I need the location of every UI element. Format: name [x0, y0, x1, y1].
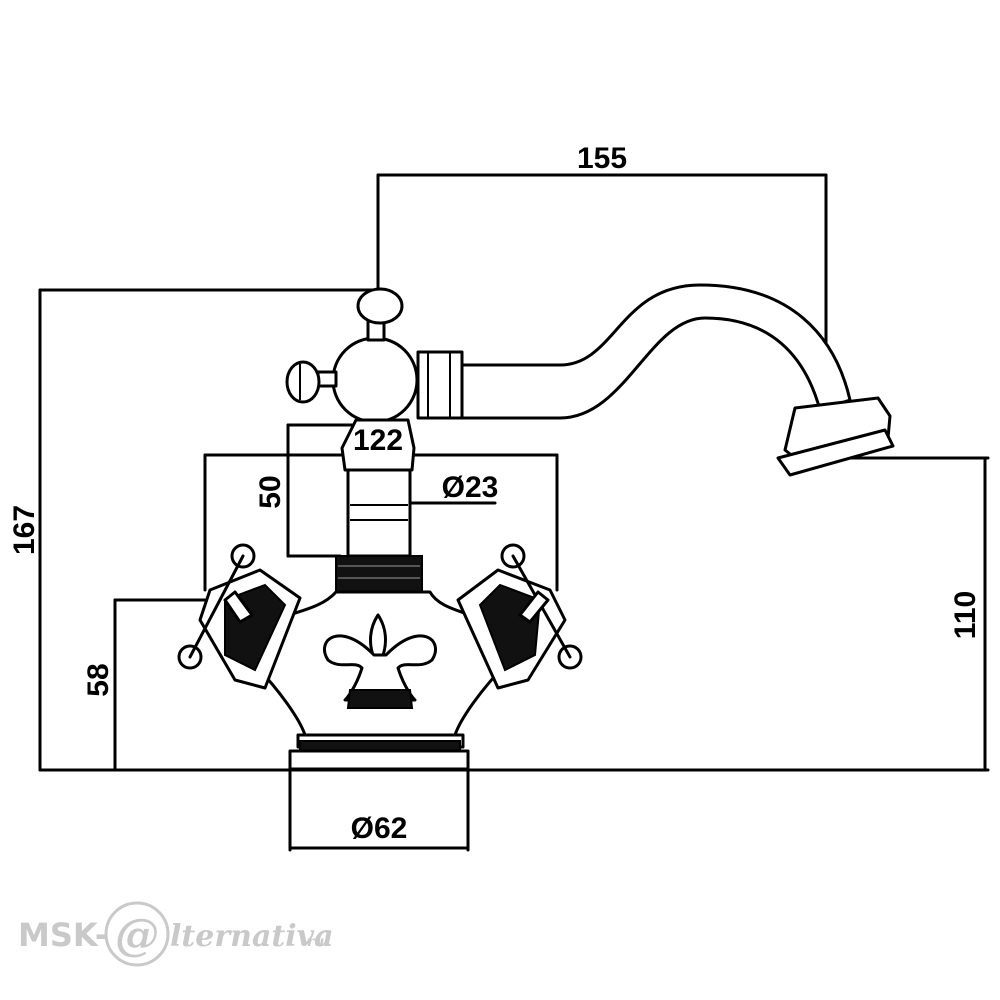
spout	[460, 283, 895, 477]
watermark-at: @	[115, 910, 159, 961]
watermark-logo: MSK- @ lternativa .ru	[18, 901, 334, 967]
dim-stem-diameter: Ø23	[442, 471, 499, 504]
watermark-domain: .ru	[302, 934, 324, 950]
watermark-left: MSK-	[18, 916, 108, 954]
watermark-at-ring	[104, 901, 170, 967]
right-cross-handle	[456, 543, 583, 690]
dim-total-height: 167	[8, 505, 41, 555]
dimension-lines	[38, 173, 990, 852]
dim-handle-spacing: 122	[353, 424, 403, 457]
watermark-right: lternativa	[170, 919, 334, 954]
dim-spout-height: 110	[949, 591, 982, 639]
valve-body	[285, 287, 464, 593]
dim-handle-height: 58	[82, 663, 115, 696]
dim-base-diameter: Ø62	[351, 812, 408, 845]
dim-stem-height: 50	[254, 475, 287, 508]
left-cross-handle	[177, 543, 302, 690]
dim-spout-reach: 155	[577, 142, 627, 175]
